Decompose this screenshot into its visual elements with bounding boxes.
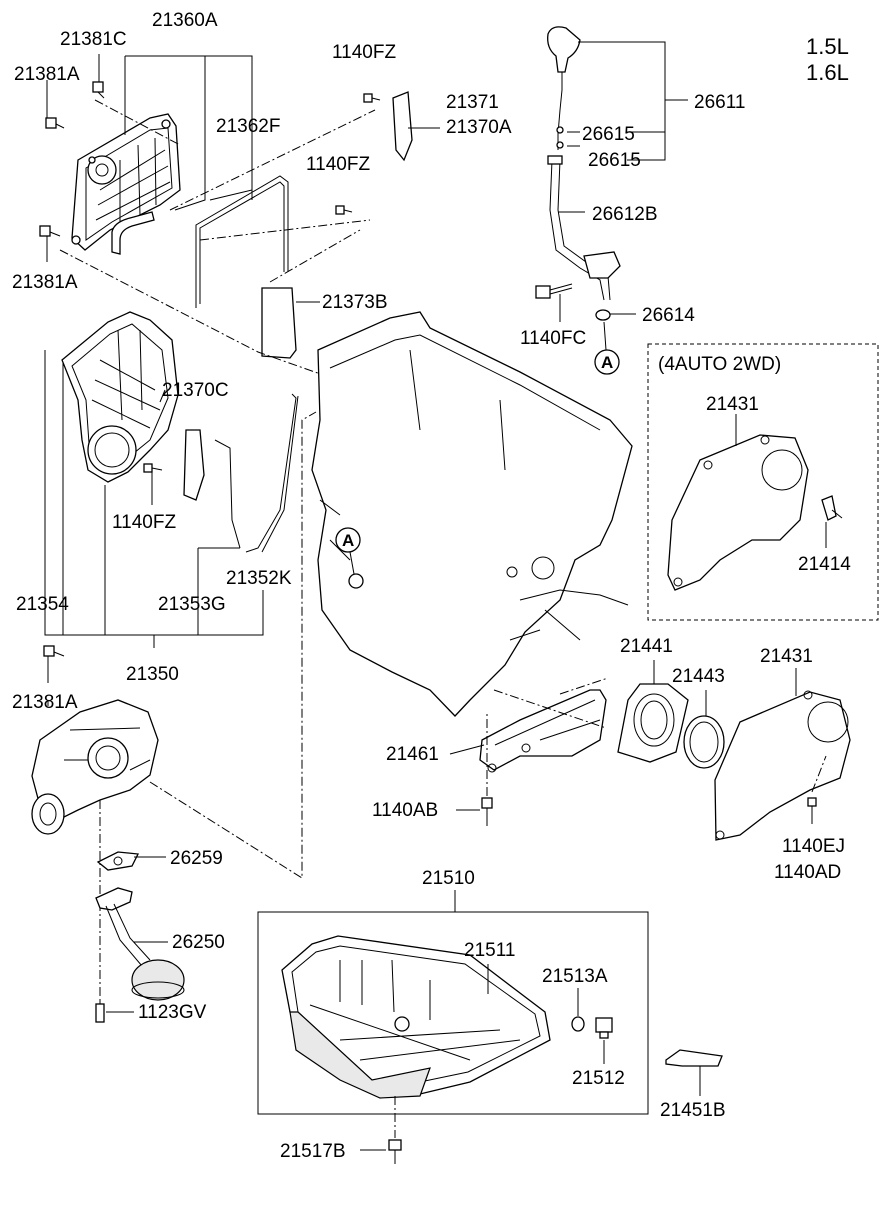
variant-box xyxy=(647,343,879,621)
oil-dipstick xyxy=(547,26,581,150)
oil-pump xyxy=(31,699,159,835)
bolt-21517B xyxy=(388,1139,402,1164)
label-1123GV: 1123GV xyxy=(138,1002,207,1023)
label-21461: 21461 xyxy=(386,744,439,765)
label-21512: 21512 xyxy=(572,1068,625,1089)
label-21371: 21371 xyxy=(446,92,499,113)
bolt-21381A-mid xyxy=(39,225,61,237)
engine-block xyxy=(311,311,633,717)
label-1140FZ-low: 1140FZ xyxy=(112,512,176,533)
sealant-tube-21451B xyxy=(665,1049,723,1067)
svg-text:A: A xyxy=(342,531,354,550)
upper-timing-cover xyxy=(71,113,181,251)
label-26615-a: 26615 xyxy=(582,124,635,145)
lower-timing-cover xyxy=(61,311,179,483)
label-26615-b: 26615 xyxy=(588,150,641,171)
bracket-21370C xyxy=(183,429,205,501)
dipstick-guide-tube xyxy=(547,155,621,301)
washer-21513A xyxy=(571,1016,585,1032)
label-21354: 21354 xyxy=(16,594,69,615)
oil-pan-box xyxy=(257,911,649,1115)
label-21381C: 21381C xyxy=(60,29,127,50)
label-21350: 21350 xyxy=(126,664,179,685)
label-26611: 26611 xyxy=(694,92,745,113)
label-21362F: 21362F xyxy=(216,116,280,137)
label-21360A: 21360A xyxy=(152,10,218,31)
drive-plate-cover-box xyxy=(667,434,809,591)
label-26250: 26250 xyxy=(172,932,225,953)
engine-variant-1: 1.5L xyxy=(806,34,849,59)
label-21353G: 21353G xyxy=(158,594,226,615)
clip-21414 xyxy=(821,495,843,521)
label-21381A-mid: 21381A xyxy=(12,272,78,293)
label-26612B: 26612B xyxy=(592,204,658,225)
label-1140FZ-mid: 1140FZ xyxy=(306,154,370,175)
rear-cover-21431 xyxy=(714,690,851,841)
label-21381A-top: 21381A xyxy=(14,64,80,85)
label-1140AB: 1140AB xyxy=(372,800,438,821)
ref-marker-a-block: A xyxy=(335,527,361,575)
label-21443: 21443 xyxy=(672,666,725,687)
bolt-1140FZ-low xyxy=(143,463,163,473)
label-21431-box: 21431 xyxy=(706,394,759,415)
bolt-21381C xyxy=(92,81,105,99)
oil-seal-21443 xyxy=(683,715,725,769)
label-21441: 21441 xyxy=(620,636,673,657)
label-21414: 21414 xyxy=(798,554,851,575)
bracket-21373B xyxy=(261,287,297,359)
gasket-21352K xyxy=(214,393,299,553)
label-21352K: 21352K xyxy=(226,568,292,589)
label-21451B: 21451B xyxy=(660,1100,726,1121)
bolt-1140AB xyxy=(481,797,493,826)
o-ring-26614 xyxy=(595,309,611,321)
label-21511: 21511 xyxy=(464,940,515,961)
label-21370A: 21370A xyxy=(446,117,512,138)
label-26259: 26259 xyxy=(170,848,223,869)
gasket-small xyxy=(111,211,155,255)
lower-crankcase-21461 xyxy=(479,689,607,773)
ref-marker-a-tube: A xyxy=(594,321,620,375)
label-21370C: 21370C xyxy=(162,380,229,401)
bolt-1140EJ xyxy=(807,797,817,824)
bracket-21370A xyxy=(392,91,413,162)
bolt-1140FC xyxy=(535,283,573,299)
label-1140FZ-top: 1140FZ xyxy=(332,42,396,63)
bolt-1140FZ-top xyxy=(363,93,381,103)
bolt-21381A-top xyxy=(45,117,65,129)
svg-text:A: A xyxy=(601,353,613,372)
engine-variant-2: 1.6L xyxy=(806,60,849,85)
label-26614: 26614 xyxy=(642,305,695,326)
label-21517B: 21517B xyxy=(280,1141,346,1162)
oil-pan xyxy=(281,935,551,1099)
rear-seal-housing xyxy=(617,683,689,763)
label-21381A-low: 21381A xyxy=(12,692,78,713)
bolt-1140FZ-mid xyxy=(335,205,353,215)
label-21513A: 21513A xyxy=(542,966,608,987)
gasket-26259 xyxy=(96,851,140,871)
drain-plug-21512 xyxy=(595,1017,613,1039)
bolt-1123GV xyxy=(95,1000,105,1023)
label-variant-box-title: (4AUTO 2WD) xyxy=(658,354,781,375)
label-21373B: 21373B xyxy=(322,292,388,313)
cover-gasket-21362F xyxy=(195,175,289,308)
label-1140AD: 1140AD xyxy=(774,862,841,883)
oil-strainer-26250 xyxy=(95,887,185,1001)
bolt-21381A-low xyxy=(43,645,65,657)
label-1140EJ: 1140EJ xyxy=(782,836,845,857)
label-1140FC: 1140FC xyxy=(520,328,586,349)
label-21510: 21510 xyxy=(422,868,475,889)
label-21431: 21431 xyxy=(760,646,813,667)
